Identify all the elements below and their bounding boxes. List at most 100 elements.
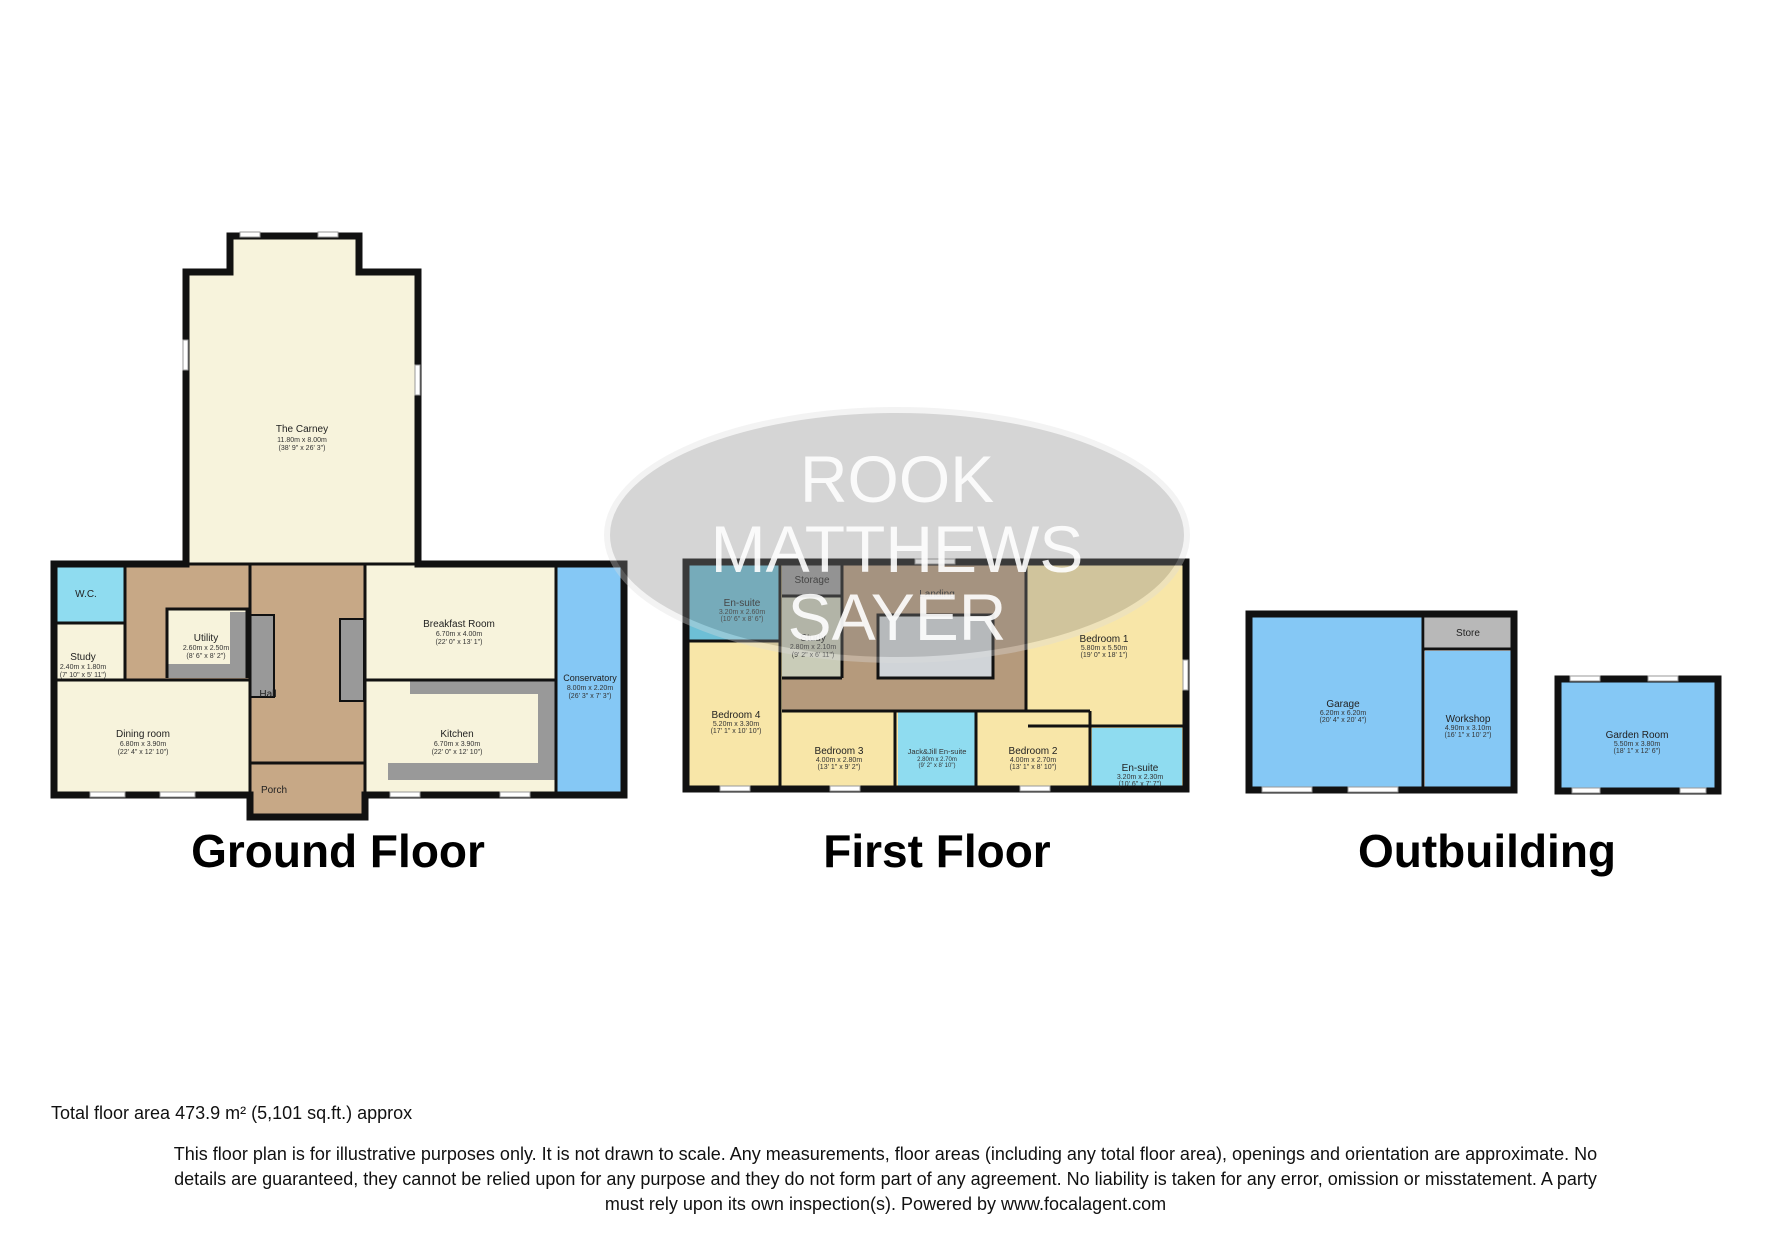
stairwell xyxy=(876,613,995,680)
room-bedroom-3 xyxy=(783,712,893,787)
room-name: En-suite xyxy=(724,598,761,609)
room-dimensions: 3.20m x 2.60m xyxy=(719,609,765,616)
room-garden xyxy=(1558,679,1718,791)
room-dimensions: (17' 1" x 10' 10") xyxy=(711,728,762,735)
room-dimensions: (16' 1" x 10' 2") xyxy=(1445,732,1492,739)
room-dimensions: (22' 0" x 13' 1") xyxy=(436,639,483,646)
room-name: Bedroom 3 xyxy=(815,746,864,757)
kitchen-worktop xyxy=(388,680,556,780)
room-dimensions: (7' 10" x 5' 11") xyxy=(60,672,106,679)
room-dimensions: 4.00m x 2.80m xyxy=(816,757,862,764)
room-dimensions: 4.90m x 3.10m xyxy=(1445,725,1491,732)
room-name: Jack&Jill En-suite xyxy=(908,747,967,756)
room-dimensions: 2.80m x 2.10m xyxy=(790,644,836,651)
room-name: En-suite xyxy=(1122,763,1159,774)
room-name: Breakfast Room xyxy=(423,619,495,630)
watermark-text: MATTHEWS xyxy=(711,512,1084,586)
disclaimer-line: must rely upon its own inspection(s). Po… xyxy=(604,1194,1167,1214)
watermark-text: SAYER xyxy=(788,580,1007,654)
room-dimensions: (10' 6" x 8' 6") xyxy=(720,616,763,623)
room-name: Garage xyxy=(1326,699,1360,710)
room-dimensions: (13' 1" x 9' 2") xyxy=(817,764,860,771)
room-dimensions: (13' 1" x 8' 10") xyxy=(1010,764,1057,771)
room-dimensions: 5.80m x 5.50m xyxy=(1081,645,1127,652)
room-bedroom-1 xyxy=(1028,565,1182,725)
utility-worktop xyxy=(167,664,247,678)
room-name: Utility xyxy=(194,633,218,644)
room-name: Porch xyxy=(261,785,287,796)
room-dimensions: (26' 3" x 7' 3") xyxy=(568,693,611,700)
room-jack-jill-ensuite xyxy=(898,712,975,787)
room-dimensions: (18' 1" x 12' 6") xyxy=(1614,748,1661,755)
room-the-carney xyxy=(186,236,418,566)
room-dining xyxy=(54,680,250,795)
disclaimer-line: details are guaranteed, they cannot be r… xyxy=(174,1169,1597,1189)
room-study-ground xyxy=(54,623,125,680)
room-dimensions: 5.20m x 3.30m xyxy=(713,721,759,728)
room-name: W.C. xyxy=(75,589,97,600)
room-dimensions: (38' 9" x 26' 3") xyxy=(279,445,326,452)
disclaimer-line: This floor plan is for illustrative purp… xyxy=(173,1144,1598,1164)
stairs-icon xyxy=(339,618,365,702)
watermark-text: ROOK xyxy=(800,442,994,516)
room-dimensions: (19' 0" x 18' 1") xyxy=(1081,652,1128,659)
room-name: Conservatory xyxy=(563,673,617,683)
watermark-logo: ROOK MATTHEWS SAYER xyxy=(604,407,1190,663)
room-garage xyxy=(1252,617,1422,787)
room-wc xyxy=(54,564,125,623)
room-name: Landing xyxy=(919,589,955,600)
room-dimensions: 6.70m x 3.90m xyxy=(434,741,480,748)
room-dimensions: (9' 2" x 8' 10") xyxy=(919,763,956,769)
room-ensuite-1 xyxy=(688,565,780,640)
room-name: Dining room xyxy=(116,729,170,740)
room-dimensions: (10' 6" x 7' 7") xyxy=(1118,781,1161,788)
room-dimensions: (20' 4" x 20' 4") xyxy=(1320,717,1367,724)
room-dimensions: (8' 6" x 8' 2") xyxy=(186,653,225,660)
room-dimensions: 4.00m x 2.70m xyxy=(1010,757,1056,764)
floor-title-outbuilding: Outbuilding xyxy=(1358,825,1616,877)
room-dimensions: 2.60m x 2.50m xyxy=(183,645,229,652)
first-floor-plan: En-suite 3.20m x 2.60m (10' 6" x 8' 6") … xyxy=(682,558,1190,877)
room-name: Hall xyxy=(259,689,276,700)
room-dimensions: 8.00m x 2.20m xyxy=(567,685,613,692)
disclaimer: This floor plan is for illustrative purp… xyxy=(0,1142,1771,1217)
room-dimensions: 6.80m x 3.90m xyxy=(120,741,166,748)
room-store xyxy=(1425,617,1511,648)
floor-title-first: First Floor xyxy=(823,825,1051,877)
ground-floor-plan: The Carney 11.80m x 8.00m (38' 9" x 26' … xyxy=(50,231,628,877)
room-name: Store xyxy=(1456,628,1480,639)
room-name: Study xyxy=(800,633,826,644)
room-name: The Carney xyxy=(276,424,328,435)
stairs-icon xyxy=(249,614,275,698)
room-dimensions: 2.80m x 2.70m xyxy=(917,757,957,763)
room-dimensions: 3.20m x 2.30m xyxy=(1117,774,1163,781)
room-workshop xyxy=(1425,651,1511,787)
room-dimensions: 5.50m x 3.80m xyxy=(1614,741,1660,748)
room-name: Workshop xyxy=(1446,714,1491,725)
room-name: Bedroom 4 xyxy=(712,710,761,721)
room-dimensions: 6.20m x 6.20m xyxy=(1320,710,1366,717)
room-name: Garden Room xyxy=(1606,730,1669,741)
room-ensuite-2 xyxy=(1092,728,1182,787)
room-dimensions: 11.80m x 8.00m xyxy=(277,437,327,444)
room-dimensions: (22' 4" x 12' 10") xyxy=(118,749,169,756)
room-name: Kitchen xyxy=(440,729,473,740)
room-breakfast xyxy=(365,564,556,680)
room-dimensions: 6.70m x 4.00m xyxy=(436,631,482,638)
room-name: Bedroom 1 xyxy=(1080,634,1129,645)
room-name: Study xyxy=(70,652,96,663)
utility-worktop xyxy=(230,612,247,678)
room-porch xyxy=(250,763,365,817)
room-dimensions: 2.40m x 1.80m xyxy=(60,664,106,671)
room-study-first xyxy=(782,597,842,677)
room-dimensions: (9' 2" x 6' 11") xyxy=(792,652,835,659)
room-dimensions: (22' 0" x 12' 10") xyxy=(432,749,483,756)
room-storage xyxy=(782,565,842,595)
room-name: Bedroom 2 xyxy=(1009,746,1058,757)
room-bedroom-4 xyxy=(688,643,780,787)
room-name: Storage xyxy=(794,575,829,586)
total-floor-area: Total floor area 473.9 m² (5,101 sq.ft.)… xyxy=(51,1103,413,1123)
room-conservatory xyxy=(556,564,624,795)
floor-title-ground: Ground Floor xyxy=(191,825,485,877)
